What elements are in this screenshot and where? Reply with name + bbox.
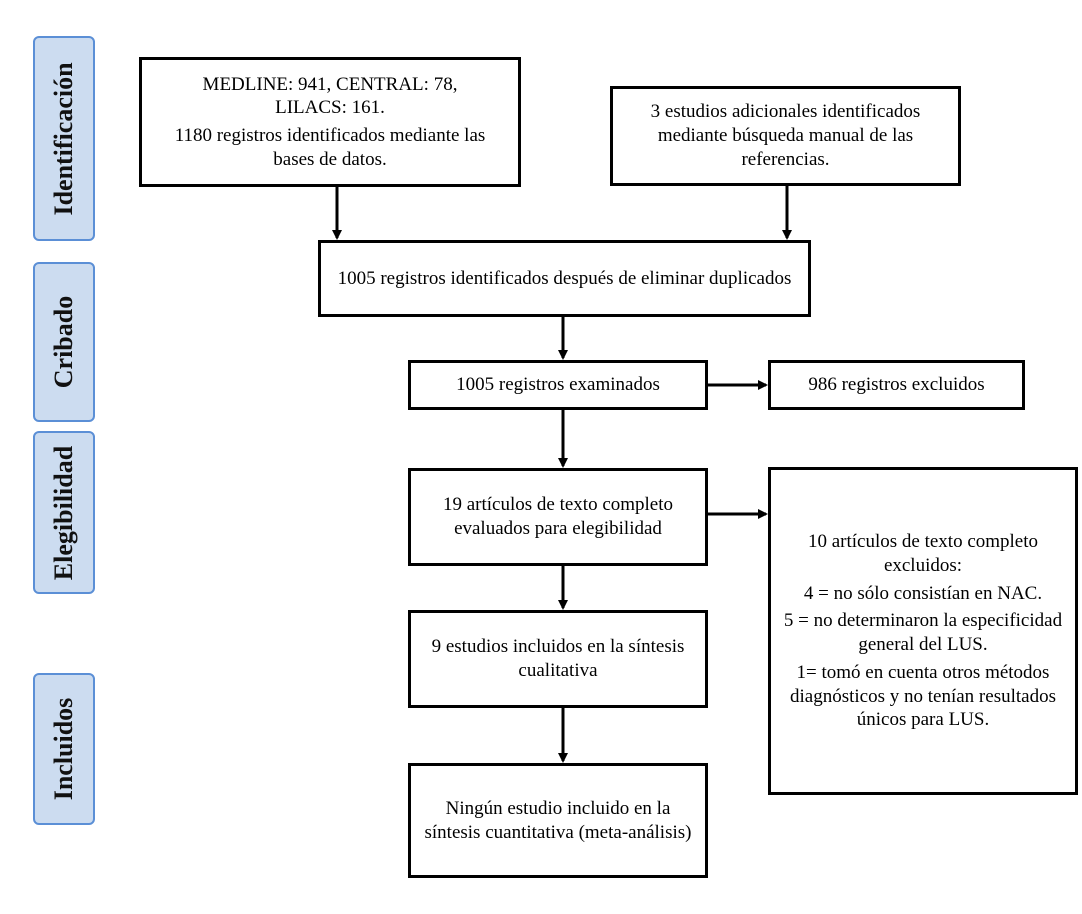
excluded-fulltext-title: 10 artículos de texto completo excluidos… (807, 531, 1039, 576)
dedup-text: 1005 registros identificados después de … (337, 267, 792, 289)
box-manual-search: 3 estudios adicionales identificados med… (610, 86, 961, 186)
quantitative-text: Ningún estudio incluido en la síntesis c… (424, 797, 692, 843)
box-database-records: MEDLINE: 941, CENTRAL: 78, LILACS: 161. … (139, 57, 521, 187)
stage-label: Incluidos (49, 697, 78, 801)
databases-line1: MEDLINE: 941, CENTRAL: 78, (202, 73, 458, 95)
stage-elegibilidad: Elegibilidad (33, 431, 95, 594)
excluded-reason-1: 4 = no sólo consistían en NAC. (803, 582, 1043, 604)
excluded-reason-2: 5 = no determinaron la especificidad gen… (783, 610, 1063, 655)
stage-label: Identificación (49, 61, 78, 216)
stage-identificacion: Identificación (33, 36, 95, 241)
databases-line3: 1180 registros identificados mediante la… (174, 125, 486, 170)
box-qualitative-synthesis: 9 estudios incluidos en la síntesis cual… (408, 610, 708, 708)
stage-cribado: Cribado (33, 262, 95, 422)
box-quantitative-synthesis: Ningún estudio incluido en la síntesis c… (408, 763, 708, 878)
box-excluded-screening: 986 registros excluidos (768, 360, 1025, 410)
stage-label: Cribado (49, 295, 78, 389)
box-fulltext-assessed: 19 artículos de texto completo evaluados… (408, 468, 708, 566)
excluded-screen-text: 986 registros excluidos (808, 374, 985, 396)
box-deduplicated: 1005 registros identificados después de … (318, 240, 811, 317)
box-excluded-fulltext: 10 artículos de texto completo excluidos… (768, 467, 1078, 795)
excluded-reason-3: 1= tomó en cuenta otros métodos diagnóst… (790, 661, 1056, 731)
databases-line2: LILACS: 161. (275, 97, 385, 119)
stage-incluidos: Incluidos (33, 673, 95, 825)
box-screened: 1005 registros examinados (408, 360, 708, 410)
manual-text: 3 estudios adicionales identificados med… (650, 101, 921, 170)
stage-label: Elegibilidad (49, 445, 78, 580)
screened-text: 1005 registros examinados (456, 374, 660, 396)
qualitative-text: 9 estudios incluidos en la síntesis cual… (431, 636, 685, 681)
fulltext-text: 19 artículos de texto completo evaluados… (442, 494, 674, 539)
